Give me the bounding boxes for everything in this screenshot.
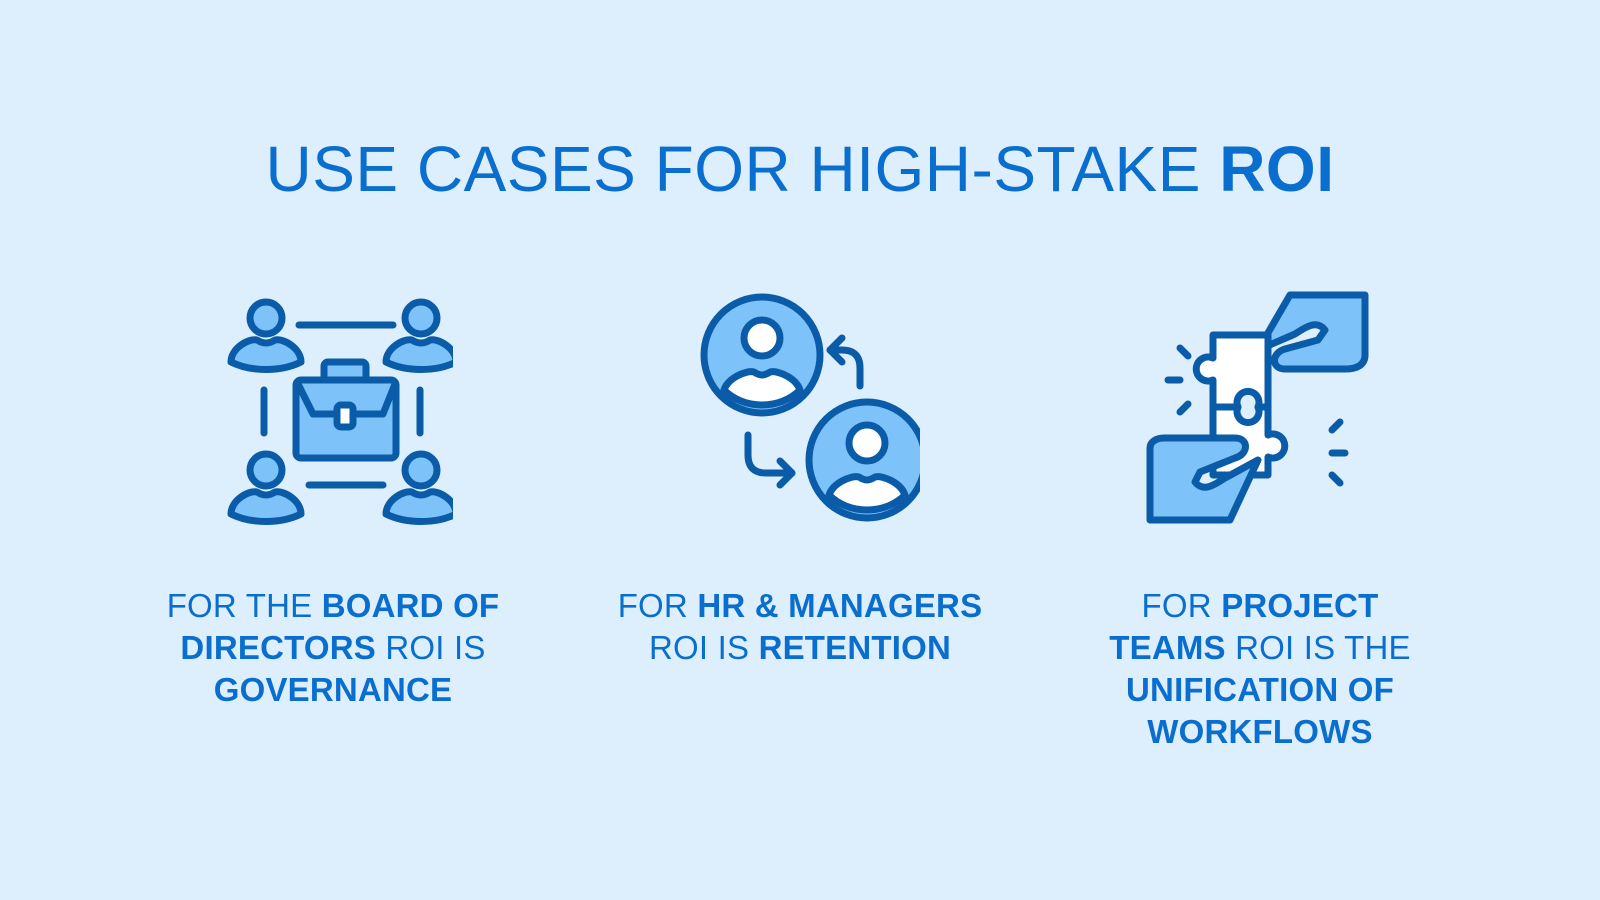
caption-bold: UNIFICATION OF	[1126, 671, 1394, 708]
caption-bold: GOVERNANCE	[213, 671, 453, 708]
title-bold: ROI	[1219, 132, 1335, 205]
caption-bold: RETENTION	[758, 629, 952, 666]
title-regular: USE CASES FOR HIGH-STAKE	[265, 132, 1220, 205]
caption-text: ROI IS	[648, 629, 759, 666]
caption-text: ROI IS THE	[1225, 629, 1411, 666]
caption-hr: FOR HR & MANAGERS ROI IS RETENTION	[590, 585, 1010, 669]
caption-project: FOR PROJECT TEAMS ROI IS THE UNIFICATION…	[1050, 585, 1470, 753]
caption-text: FOR THE	[166, 587, 322, 624]
use-case-board: FOR THE BOARD OF DIRECTORS ROI IS GOVERN…	[123, 290, 543, 711]
caption-bold: PROJECT	[1221, 587, 1379, 624]
caption-bold: BOARD OF	[321, 587, 500, 624]
caption-board: FOR THE BOARD OF DIRECTORS ROI IS GOVERN…	[123, 585, 543, 711]
caption-bold: WORKFLOWS	[1147, 713, 1373, 750]
puzzle-hands-icon	[1146, 291, 1369, 524]
caption-bold: HR & MANAGERS	[697, 587, 983, 624]
board-meeting-briefcase-icon	[227, 298, 453, 525]
caption-text: ROI IS	[375, 629, 486, 666]
people-exchange-icon	[700, 293, 920, 522]
use-case-hr: FOR HR & MANAGERS ROI IS RETENTION	[590, 290, 1010, 669]
page-title: USE CASES FOR HIGH-STAKE ROI	[0, 131, 1600, 207]
caption-text: FOR	[1141, 587, 1222, 624]
caption-text: FOR	[617, 587, 698, 624]
caption-bold: TEAMS	[1109, 629, 1226, 666]
use-case-project: FOR PROJECT TEAMS ROI IS THE UNIFICATION…	[1050, 290, 1470, 753]
caption-bold: DIRECTORS	[180, 629, 376, 666]
